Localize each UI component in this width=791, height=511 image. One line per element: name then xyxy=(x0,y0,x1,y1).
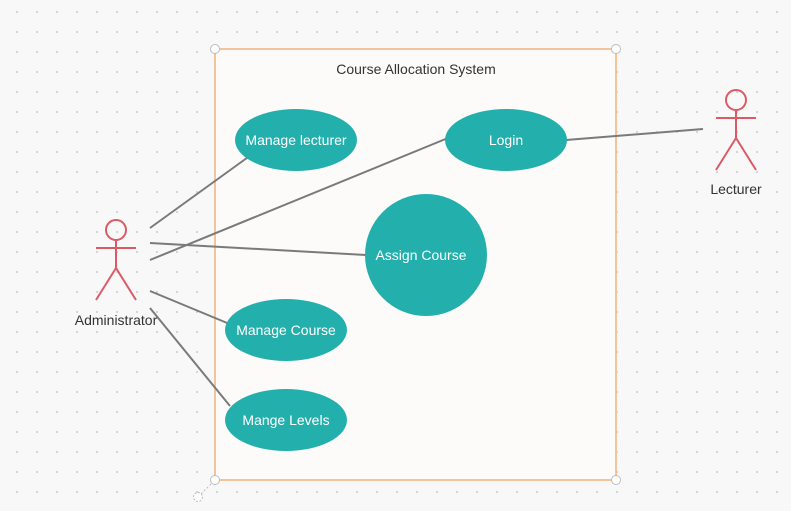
use-case-label: Manage lecturer xyxy=(245,132,347,148)
use-case-assign-course[interactable]: Assign Course xyxy=(365,194,487,316)
use-case-manage-lecturer[interactable]: Manage lecturer xyxy=(235,109,357,171)
actor-label: Administrator xyxy=(75,312,158,328)
association-administrator-login[interactable] xyxy=(149,137,449,261)
association-administrator-mange-levels[interactable] xyxy=(149,307,231,407)
actor-administrator[interactable]: Administrator xyxy=(75,219,158,328)
use-case-label: Login xyxy=(489,132,523,148)
use-case-manage-course[interactable]: Manage Course xyxy=(225,299,347,361)
associations xyxy=(149,128,704,407)
system-title: Course Allocation System xyxy=(336,61,496,77)
use-case-ellipse[interactable] xyxy=(235,109,357,171)
resize-handle-top-left[interactable] xyxy=(210,44,220,54)
selection-handles xyxy=(193,44,621,502)
association-administrator-assign-course[interactable] xyxy=(149,242,367,256)
use-case-ellipse[interactable] xyxy=(225,299,347,361)
use-case-mange-levels[interactable]: Mange Levels xyxy=(225,389,347,451)
use-case-ellipse[interactable] xyxy=(445,109,567,171)
stick-figure-icon[interactable] xyxy=(95,219,137,301)
rotate-handle-icon[interactable] xyxy=(193,492,203,502)
resize-handle-bottom-left[interactable] xyxy=(210,475,220,485)
use-case-label: Manage Course xyxy=(236,322,336,338)
actor-lecturer[interactable]: Lecturer xyxy=(710,89,762,197)
use-case-label: Mange Levels xyxy=(242,412,329,428)
association-lecturer-login[interactable] xyxy=(565,128,704,141)
association-administrator-manage-lecturer[interactable] xyxy=(149,154,252,229)
resize-handle-bottom-right[interactable] xyxy=(611,475,621,485)
association-administrator-manage-course[interactable] xyxy=(149,290,233,326)
resize-handle-top-right[interactable] xyxy=(611,44,621,54)
actor-label: Lecturer xyxy=(710,181,762,197)
rotate-handle-connector xyxy=(200,483,212,495)
use-case-label: Assign Course xyxy=(375,247,466,263)
stick-figure-icon[interactable] xyxy=(715,89,757,171)
use-case-login[interactable]: Login xyxy=(445,109,567,171)
use-case-ellipse[interactable] xyxy=(225,389,347,451)
use-case-ellipse[interactable] xyxy=(365,194,487,316)
